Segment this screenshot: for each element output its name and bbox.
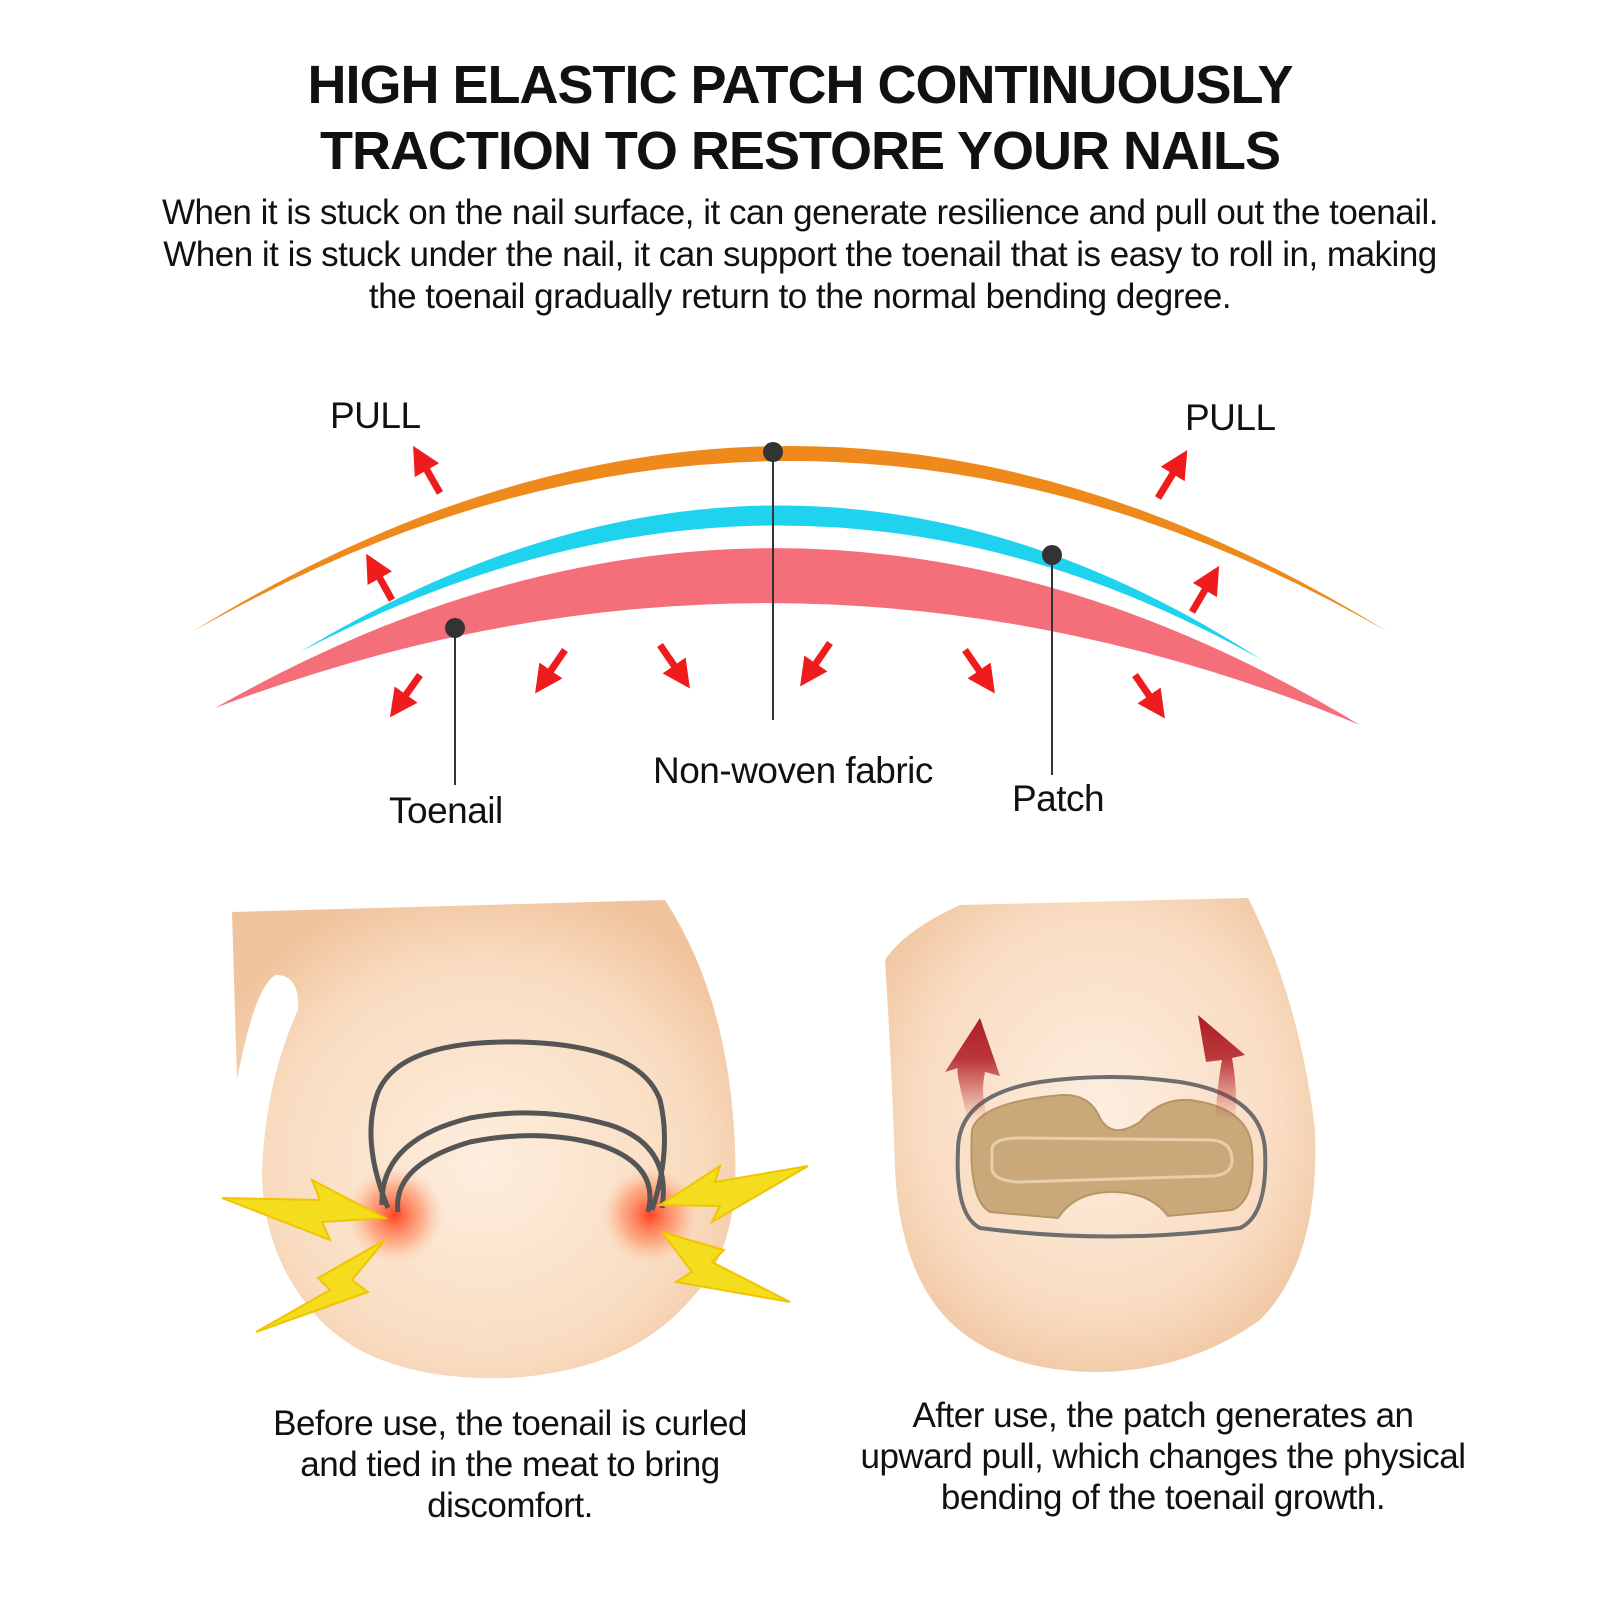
patch-layer	[192, 446, 1388, 632]
title-line-1: HIGH ELASTIC PATCH CONTINUOUSLY	[307, 55, 1293, 115]
push-arrow-down-5	[962, 648, 995, 694]
intro-text: When it is stuck on the nail surface, it…	[161, 193, 1439, 316]
fabric-leader-dot	[763, 442, 783, 462]
after-use-toe-illustration	[885, 898, 1316, 1372]
curled-nail-outline-middle	[379, 1110, 666, 1209]
pain-bolt-right-upper	[656, 1163, 809, 1225]
push-arrow-down-4	[800, 641, 833, 687]
patch-leader-dot	[1042, 545, 1062, 565]
pull-arrow-up-left-inner	[366, 553, 396, 602]
curled-nail-outline-inner	[395, 1133, 653, 1213]
toenail-label: Toenail	[389, 790, 503, 831]
pull-arrow-up-right-inner	[1188, 565, 1220, 614]
push-arrow-down-2	[535, 648, 568, 694]
non-woven-fabric-layer	[300, 505, 1262, 660]
after-lift-arrow-right	[1198, 1015, 1245, 1120]
pull-arrow-up-left-outer	[413, 445, 444, 495]
pull-label-right: PULL	[1185, 397, 1276, 438]
after-use-caption: After use, the patch generates an upward…	[860, 1396, 1466, 1517]
toenail-leader-dot	[445, 618, 465, 638]
before-use-toe-illustration	[221, 900, 809, 1379]
curled-nail-outline-outer	[368, 1039, 667, 1211]
after-patch-strip	[970, 1093, 1254, 1220]
before-use-caption: Before use, the toenail is curled and ti…	[273, 1404, 747, 1525]
page-title: HIGH ELASTIC PATCH CONTINUOUSLY TRACTION…	[0, 52, 1600, 184]
toenail-layer	[215, 548, 1360, 725]
pain-bolt-left-lower	[255, 1239, 386, 1333]
after-lift-arrow-left	[945, 1018, 1000, 1120]
push-arrow-down-3	[657, 643, 690, 689]
title-line-2: TRACTION TO RESTORE YOUR NAILS	[319, 121, 1281, 181]
before-pain-glow-left	[347, 1167, 443, 1263]
patch-label: Patch	[1012, 778, 1105, 819]
pull-arrow-up-right-outer	[1155, 450, 1188, 500]
after-patch-inner-outline	[990, 1136, 1234, 1184]
pull-label-left: PULL	[330, 395, 421, 436]
pain-bolt-right-lower	[659, 1230, 791, 1303]
pain-bolt-left-upper	[221, 1177, 389, 1242]
push-arrow-down-6	[1132, 673, 1165, 719]
non-woven-fabric-label: Non-woven fabric	[653, 750, 933, 791]
after-nail-outline	[955, 1075, 1268, 1239]
push-arrow-down-1	[389, 672, 423, 718]
